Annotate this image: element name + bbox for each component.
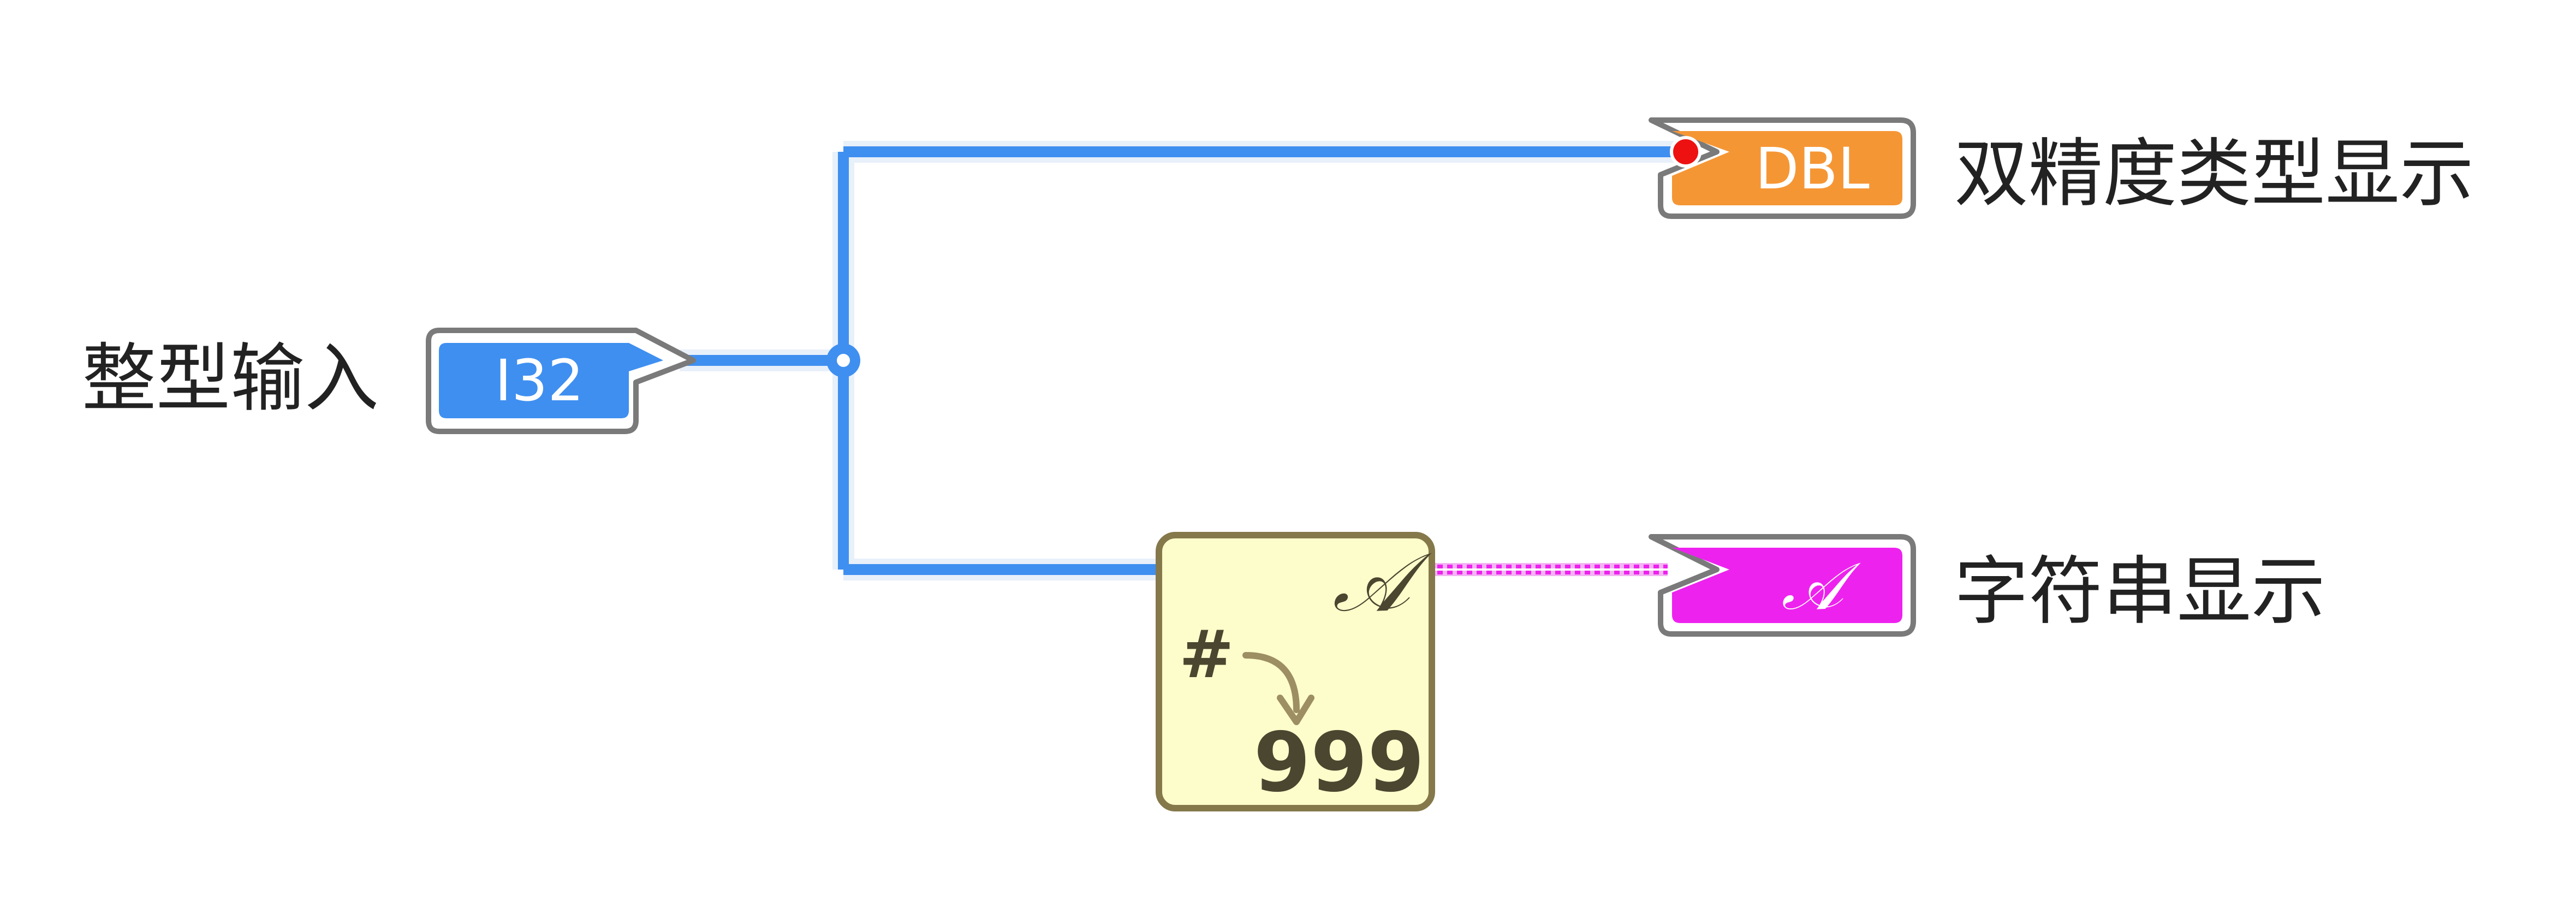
number-to-decimal-string-function[interactable]: 𝒜 # 999 xyxy=(1156,532,1435,811)
function-input-glyph: # xyxy=(1179,617,1234,693)
conversion-arrowhead-icon xyxy=(1277,695,1314,725)
i32-input-terminal[interactable]: I32 xyxy=(426,328,696,434)
coercion-dot xyxy=(1670,136,1702,168)
dbl-display-label: 双精度类型显示 xyxy=(1954,131,2474,217)
conversion-arrow-icon xyxy=(1242,652,1300,713)
dbl-indicator[interactable]: DBL xyxy=(1649,117,1916,219)
string-indicator[interactable]: 𝒜 xyxy=(1649,534,1916,637)
i32-type-tag: I32 xyxy=(495,347,584,414)
wire-junction xyxy=(826,343,860,377)
string-display-label: 字符串显示 xyxy=(1954,549,2325,635)
dbl-type-tag: DBL xyxy=(1755,135,1869,202)
function-value-glyph: 999 xyxy=(1253,715,1424,810)
input-label: 整型输入 xyxy=(82,336,379,422)
